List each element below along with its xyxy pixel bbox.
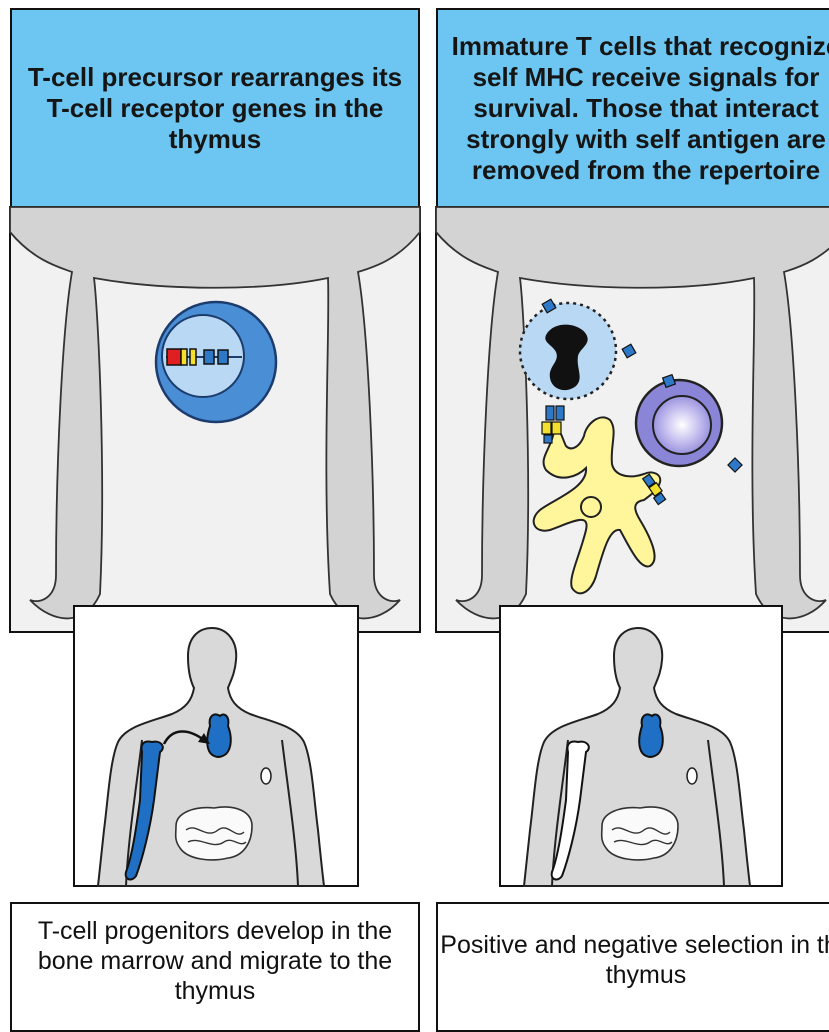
- thymus-organ-right: [639, 714, 663, 756]
- caption-left: T-cell progenitors develop in the bone m…: [10, 902, 420, 1032]
- caption-left-text: T-cell progenitors develop in the bone m…: [12, 916, 418, 1006]
- dendritic-cell-nucleus: [581, 497, 601, 517]
- thymus-organ-left: [207, 714, 231, 756]
- spleen-outline-right: [687, 768, 697, 784]
- t-cell-precursor: [156, 302, 276, 422]
- thymus-panel-left: [10, 207, 420, 632]
- thymus-panel-right: [436, 207, 829, 632]
- body-inset-left: [74, 606, 358, 886]
- caption-right-text: Positive and negative selection in the t…: [438, 930, 829, 990]
- caption-right: Positive and negative selection in the t…: [436, 902, 829, 1032]
- spleen-outline-left: [261, 768, 271, 784]
- body-inset-right: [500, 606, 782, 886]
